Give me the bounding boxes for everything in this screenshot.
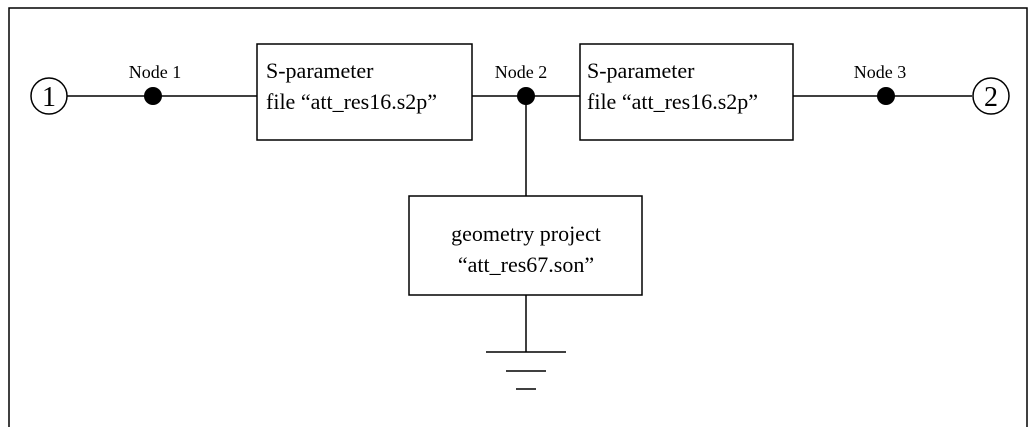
sparameter-block-1-line1: S-parameter: [266, 58, 374, 83]
node-2-label: Node 2: [495, 62, 548, 82]
port-2: 2: [972, 77, 1010, 115]
port-2-label: 2: [984, 82, 998, 113]
sparameter-block-1-line2: file “att_res16.s2p”: [266, 89, 437, 114]
sparameter-block-2-line1: S-parameter: [587, 58, 695, 83]
node-1-dot: [144, 87, 162, 105]
port-1-circle: [30, 77, 68, 115]
geometry-project-line1: geometry project: [451, 221, 601, 246]
sparameter-block-1-box: [256, 43, 473, 141]
geometry-project-block: geometry project “att_res67.son”: [408, 195, 643, 296]
node-2-dot: [517, 87, 535, 105]
geometry-project-line2: “att_res67.son”: [458, 252, 594, 277]
node-3-dot: [877, 87, 895, 105]
port-2-circle: [972, 77, 1010, 115]
sparameter-block-1: S-parameter file “att_res16.s2p”: [256, 43, 473, 141]
sparameter-block-2-box: [579, 43, 794, 141]
node-1-label: Node 1: [129, 62, 182, 82]
geometry-project-box: [408, 195, 643, 296]
sparameter-block-2-line2: file “att_res16.s2p”: [587, 89, 758, 114]
ground-icon: [486, 351, 566, 390]
node-3-label: Node 3: [854, 62, 907, 82]
sparameter-block-2: S-parameter file “att_res16.s2p”: [579, 43, 794, 141]
diagram-border: [8, 7, 1028, 427]
port-1: 1: [30, 77, 68, 115]
port-1-label: 1: [42, 82, 56, 113]
